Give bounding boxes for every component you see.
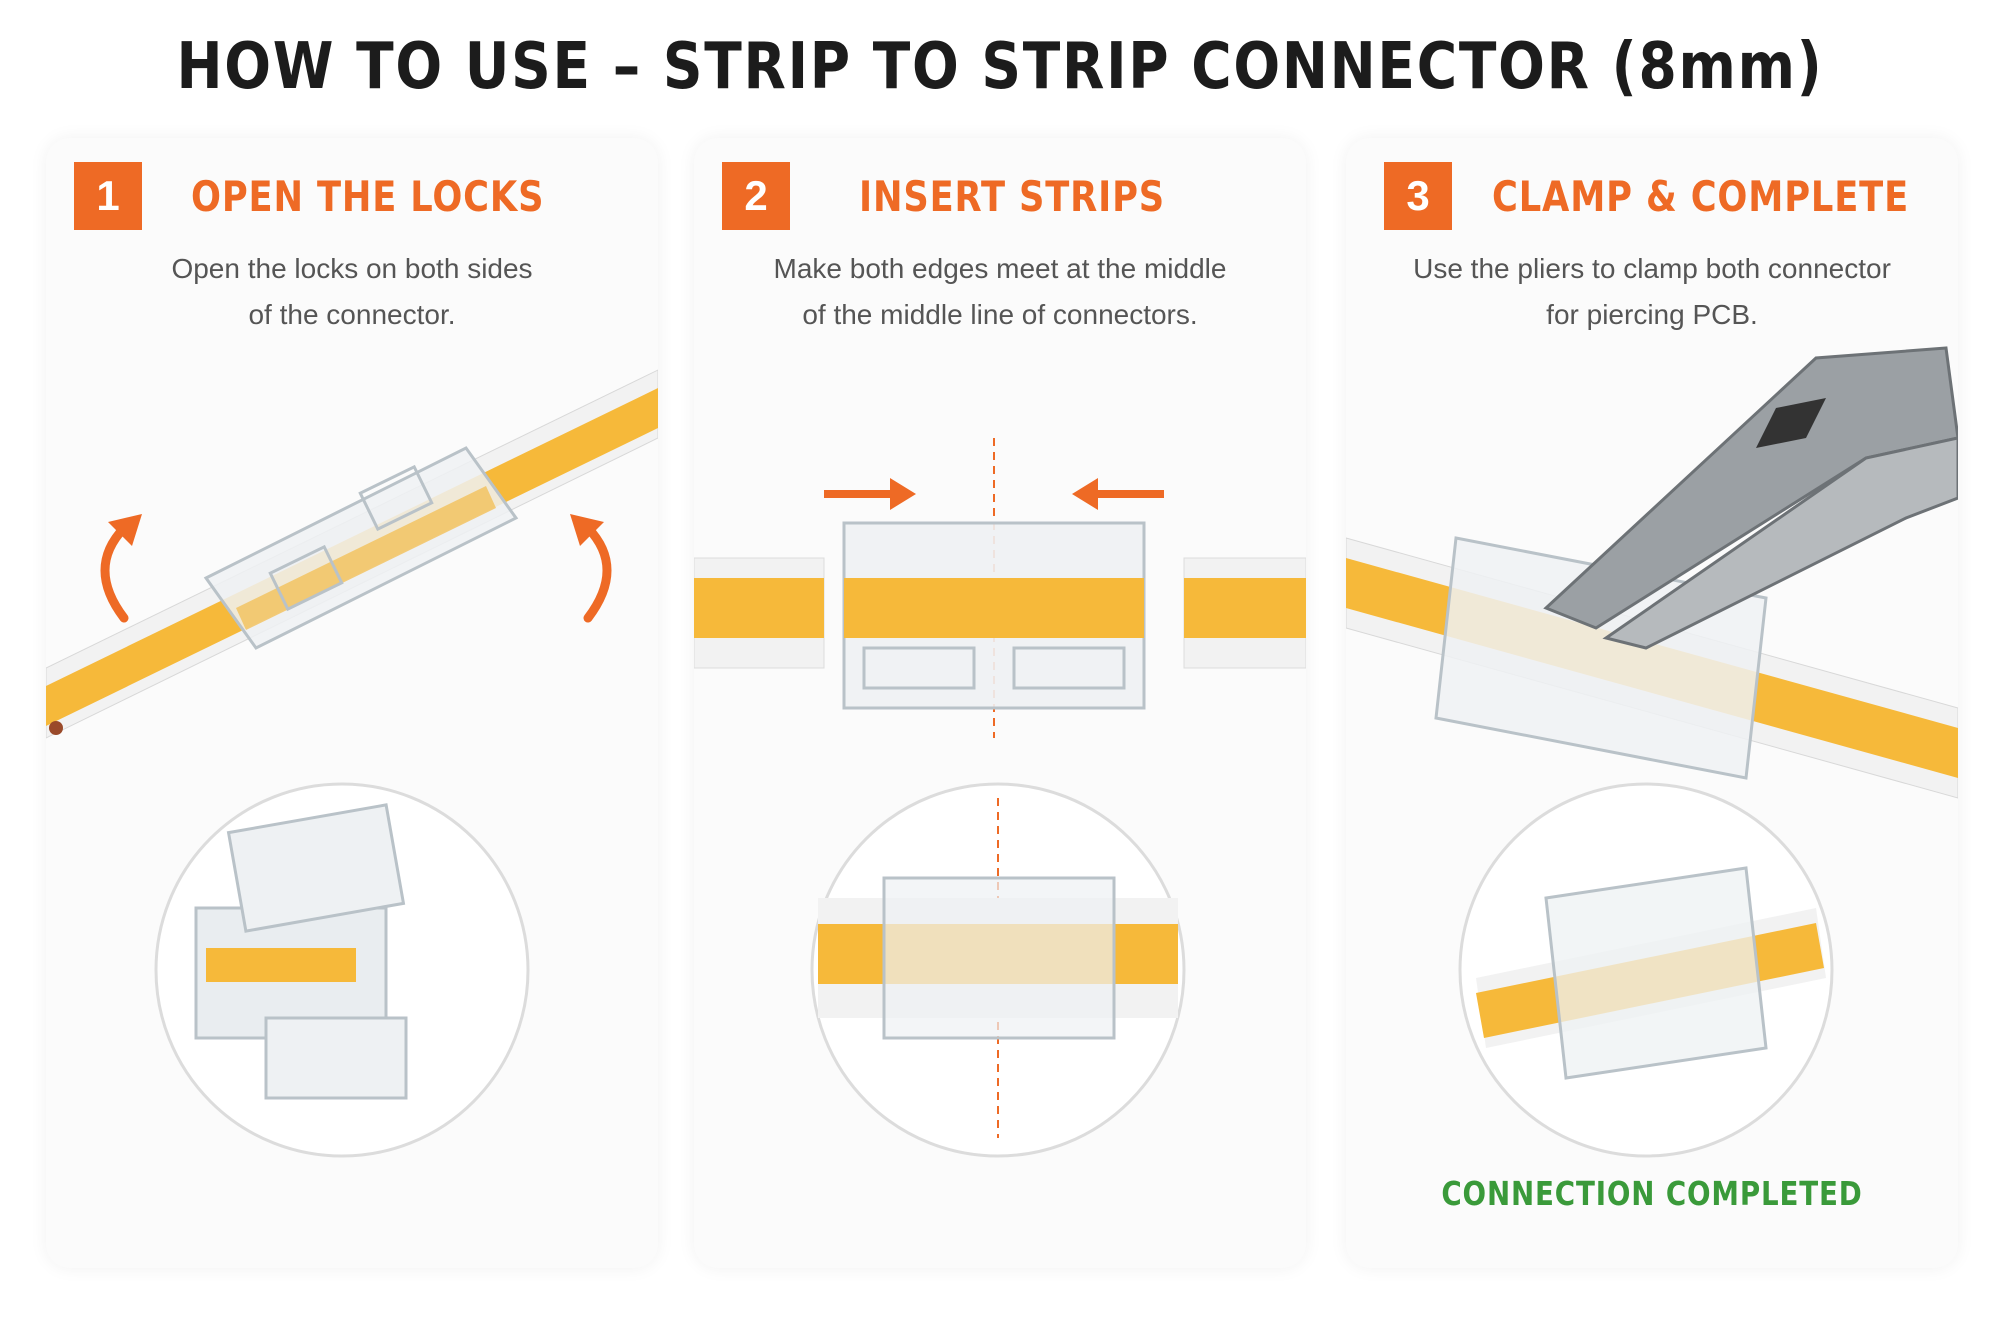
page-title: HOW TO USE – STRIP TO STRIP CONNECTOR (8… [176, 30, 1824, 104]
arrow-head-icon [108, 514, 142, 546]
step-3-description: Use the pliers to clamp both connector f… [1346, 246, 1958, 338]
step-3-panel: 3 CLAMP & COMPLETE Use the pliers to cla… [1346, 138, 1958, 1268]
step-2-illustration [694, 438, 1306, 1158]
arrow-head-icon [570, 514, 604, 546]
connection-completed-label: CONNECTION COMPLETED [1441, 1174, 1863, 1213]
step-1-badge: 1 [74, 162, 142, 230]
step-1-illustration [46, 369, 658, 1158]
step-2-badge: 2 [722, 162, 790, 230]
step-1-description: Open the locks on both sides of the conn… [46, 246, 658, 338]
step-1-panel: 1 OPEN THE LOCKS Open the locks on both … [46, 138, 658, 1268]
step-2-title: INSERT STRIPS [859, 172, 1166, 221]
step-2-description: Make both edges meet at the middle of th… [694, 246, 1306, 338]
step-3-badge: 3 [1384, 162, 1452, 230]
curved-arrow-icon [583, 523, 612, 623]
step-3-illustration [1346, 346, 1958, 1158]
curved-arrow-icon [100, 523, 129, 623]
connector [203, 446, 519, 650]
step-1-title: OPEN THE LOCKS [191, 172, 545, 221]
detail-circle [154, 782, 530, 1158]
detail-circle [1458, 782, 1834, 1158]
detail-circle [810, 782, 1186, 1158]
step-1-desc-line2: of the connector. [248, 299, 456, 330]
step-2-desc-line1: Make both edges meet at the middle [773, 253, 1227, 284]
connector [842, 521, 1146, 710]
step-3-title: CLAMP & COMPLETE [1492, 172, 1910, 221]
step-2-panel: 2 INSERT STRIPS Make both edges meet at … [694, 138, 1306, 1268]
step-2-desc-line2: of the middle line of connectors. [802, 299, 1198, 330]
step-3-desc-line2: for piercing PCB. [1546, 299, 1758, 330]
pliers-icon [1543, 346, 1958, 650]
step-1-desc-line1: Open the locks on both sides [171, 253, 533, 284]
step-3-desc-line1: Use the pliers to clamp both connector [1413, 253, 1891, 284]
